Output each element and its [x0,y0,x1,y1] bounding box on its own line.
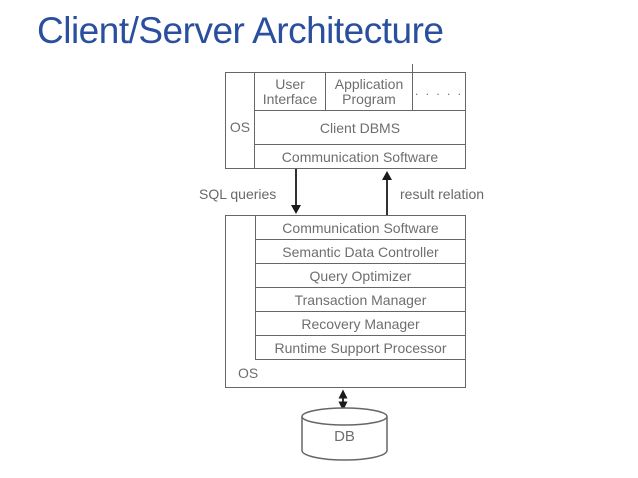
server-module-row-communication: Communication Software [256,216,465,240]
client-cell-ellipsis: . . . . . [414,84,463,98]
client-top-row: User Interface Application Program . . .… [255,73,465,110]
server-module-row-query-optimizer: Query Optimizer [256,264,465,288]
client-box: OS User Interface Application Program . … [225,72,466,169]
server-module-row-semantic: Semantic Data Controller [256,240,465,264]
divider-tick-artifact [412,64,413,72]
client-os-label: OS [229,118,251,135]
client-comm-row: Communication Software [255,144,465,168]
result-relation-label: result relation [400,186,485,202]
sql-queries-label: SQL queries [199,186,277,202]
client-cell-user-interface: User Interface [255,73,326,110]
result-relation-arrow [382,171,392,215]
client-os-cell: OS [226,73,255,168]
db-link-arrow [338,389,348,411]
client-cell-application-program: Application Program [326,73,413,110]
server-module-stack: Communication Software Semantic Data Con… [255,216,465,360]
server-box: Communication Software Semantic Data Con… [225,215,466,388]
server-module-row-transaction: Transaction Manager [256,288,465,312]
client-main-area: User Interface Application Program . . .… [255,73,465,168]
page-title: Client/Server Architecture [37,10,444,51]
server-os-label: OS [238,365,259,381]
sql-queries-arrow [291,169,301,214]
db-label: DB [334,428,355,445]
server-module-row-runtime: Runtime Support Processor [256,336,465,360]
server-module-row-recovery: Recovery Manager [256,312,465,336]
client-dbms-row: Client DBMS [255,110,465,144]
